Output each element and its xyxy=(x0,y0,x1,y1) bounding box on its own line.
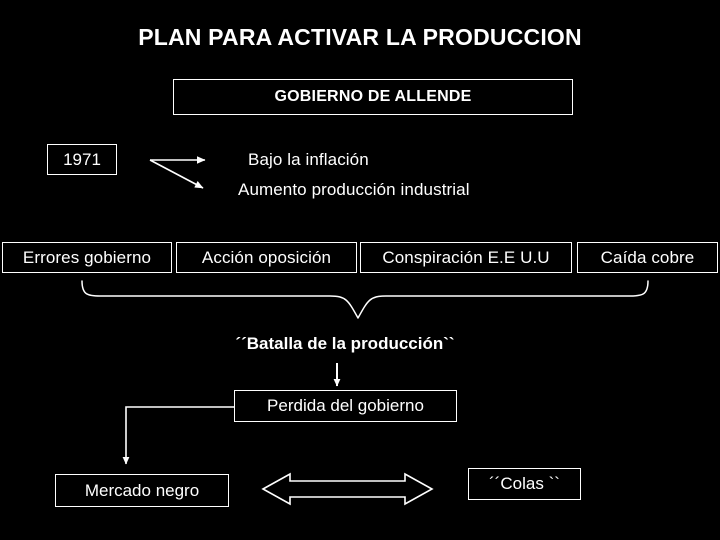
cause-box-opposition-action: Acción oposición xyxy=(176,242,357,273)
outcome-inflation: Bajo la inflación xyxy=(248,150,369,169)
cause-box-usa-conspiracy: Conspiración E.E U.U xyxy=(360,242,572,273)
market-queues-double-arrow xyxy=(261,472,434,506)
cause-box-government-errors: Errores gobierno xyxy=(2,242,172,273)
government-box: GOBIERNO DE ALLENDE xyxy=(173,79,573,115)
slide-title: PLAN PARA ACTIVAR LA PRODUCCION xyxy=(138,24,582,50)
battle-label: ´´Batalla de la producción`` xyxy=(235,334,455,353)
result-box-government-loss: Perdida del gobierno xyxy=(234,390,457,422)
outcome-industrial-production: Aumento producción industrial xyxy=(238,180,470,199)
causes-curly-brace xyxy=(81,280,649,319)
consequence-box-queues: ´´Colas `` xyxy=(468,468,581,500)
year-arrow-diagonal xyxy=(149,159,204,189)
year-box: 1971 xyxy=(47,144,117,175)
result-to-market-elbow-arrow xyxy=(122,406,234,465)
cause-box-copper-fall: Caída cobre xyxy=(577,242,718,273)
consequence-box-black-market: Mercado negro xyxy=(55,474,229,507)
